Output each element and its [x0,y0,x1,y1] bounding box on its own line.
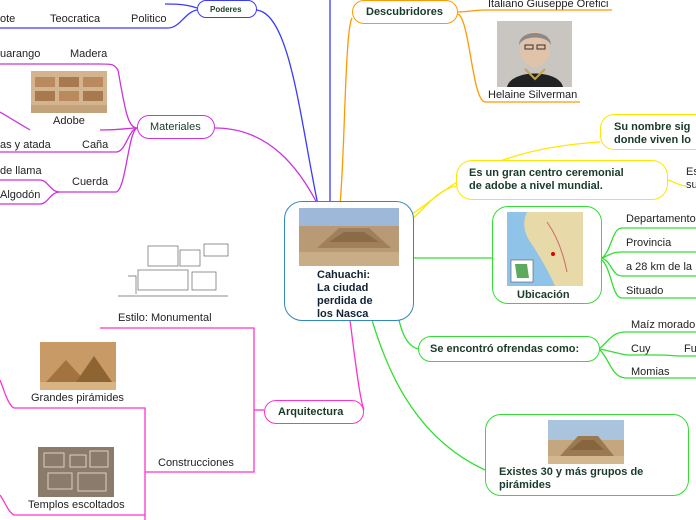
descubridores-node[interactable]: Descubridores [352,0,458,24]
madera-child[interactable]: uarango [0,48,41,60]
ubicacion-provincia[interactable]: Provincia [626,237,672,249]
poderes-label: Poderes [210,5,242,14]
cuerda-child-llama[interactable]: de llama [0,165,42,177]
center-node[interactable]: Cahuachi: La ciudad perdida de los Nasca [284,201,414,321]
materiales-branch [0,63,319,206]
templos-label[interactable]: Templos escoltados [28,499,125,511]
poderes-branch [0,0,331,206]
descubridores-branch [339,9,612,206]
cuerda-label[interactable]: Cuerda [72,176,109,188]
significado-node[interactable]: Su nombre sig donde viven lo [600,114,696,150]
monumental-plan-image [108,236,238,310]
green-branch [371,227,696,471]
poderes-item-politico[interactable]: Politico [131,13,167,25]
ubicacion-situado[interactable]: Situado [626,285,664,297]
poderes-item-teocratica[interactable]: Teocratica [50,13,101,25]
templos-photo [38,447,114,497]
ofrenda-maiz[interactable]: Maíz morado [631,319,696,331]
materiales-label: Materiales [150,121,201,133]
descubridor-silverman[interactable]: Helaine Silverman [488,89,578,101]
centro-ceremonial-text: Es un gran centro ceremonial de adobe a … [469,167,624,192]
construcciones-label[interactable]: Construcciones [158,457,234,469]
poderes-item-ote[interactable]: ote [0,13,16,25]
descubridores-label: Descubridores [366,6,444,18]
ubicacion-label: Ubicación [517,289,570,301]
ofrendas-node[interactable]: Se encontró ofrendas como: [418,336,600,362]
ofrenda-momias[interactable]: Momias [631,366,670,378]
adobe-label[interactable]: Adobe [53,115,85,127]
poderes-node[interactable]: Poderes [197,0,257,18]
grupos-piramides-photo [548,420,624,464]
helaine-silverman-photo [497,21,572,87]
grandes-piramides-label[interactable]: Grandes pirámides [31,392,124,404]
adobe-photo [31,71,107,113]
center-title: Cahuachi: La ciudad perdida de los Nasca [317,269,373,320]
ubicacion-node[interactable]: Ubicación [492,206,602,304]
ofrenda-cuy[interactable]: Cuy [631,343,651,355]
grandes-piramides-photo [40,342,116,390]
ubicacion-distancia[interactable]: a 28 km de la [626,261,693,273]
ofrendas-label: Se encontró ofrendas como: [430,343,580,355]
madera-label[interactable]: Madera [70,48,108,60]
cahuachi-photo [299,208,399,266]
ofrenda-cuy-child[interactable]: Fu [684,343,696,355]
arquitectura-node[interactable]: Arquitectura [264,400,364,424]
grupos-piramides-node[interactable]: Existes 30 y más grupos de pirámides [485,414,689,496]
ubicacion-departamento[interactable]: Departamento [626,213,696,225]
significado-text: Su nombre sig donde viven lo [614,121,692,146]
cana-label[interactable]: Caña [82,139,109,151]
estilo-monumental-label[interactable]: Estilo: Monumental [118,312,212,324]
cuerda-child-algodon[interactable]: Algodón [0,189,41,201]
peru-map-image [507,212,583,286]
arquitectura-label: Arquitectura [278,406,344,418]
centro-ceremonial-child[interactable]: Es su [686,166,696,191]
materiales-node[interactable]: Materiales [137,115,215,139]
cana-child[interactable]: as y atada [0,139,51,151]
descubridor-orefici[interactable]: Italiano Giuseppe Orefici [488,0,609,10]
grupos-piramides-text: Existes 30 y más grupos de pirámides [499,466,644,491]
centro-ceremonial-node[interactable]: Es un gran centro ceremonial de adobe a … [456,160,668,200]
